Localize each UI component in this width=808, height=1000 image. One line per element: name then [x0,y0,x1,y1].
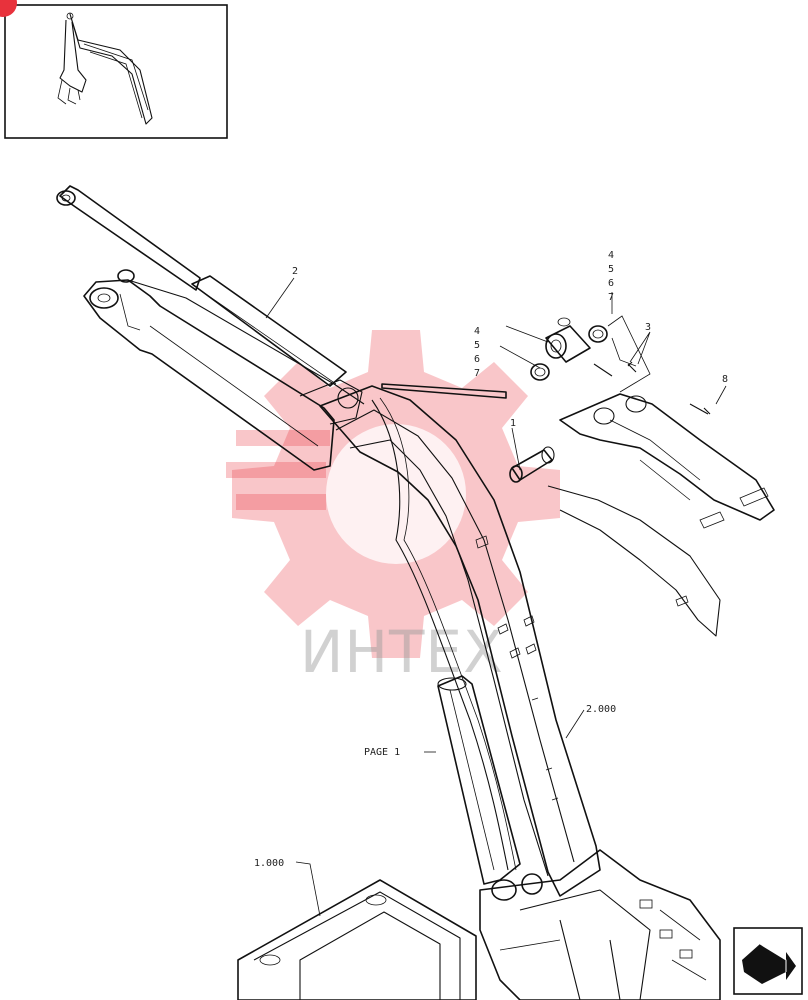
callout-labels: 2 4 5 6 7 3 4 5 6 7 1 8 2.000 PAGE 1 1.0… [254,250,728,869]
callout-6-upper: 6 [608,278,614,289]
watermark-text: ИНТЕХ [300,618,504,686]
next-page-button[interactable] [733,927,803,995]
callout-8: 8 [722,374,728,385]
overview-thumbnail [4,4,228,139]
boom-assembly [319,385,601,897]
callout-2: 2 [292,266,298,277]
callout-2000: 2.000 [586,704,616,715]
upper-structure [237,849,721,1000]
callout-7-lower: 7 [474,368,480,379]
leader-lines [265,277,727,917]
callout-7-upper: 7 [608,292,614,303]
watermark-gear-icon [226,330,560,658]
callout-1000: 1.000 [254,858,284,869]
callout-5-upper: 5 [608,264,614,275]
callout-6-lower: 6 [474,354,480,365]
callout-page-1: PAGE 1 [364,747,400,758]
next-page-arrow-icon [742,943,796,984]
callout-3: 3 [645,322,651,333]
pin-detail-group [499,315,775,637]
callout-4-lower: 4 [474,326,480,337]
arm-assembly [56,185,365,471]
callout-5-lower: 5 [474,340,480,351]
corner-badge [0,0,17,17]
callout-1: 1 [510,418,516,429]
boom-cylinder [437,675,543,901]
callout-4-upper: 4 [608,250,614,261]
